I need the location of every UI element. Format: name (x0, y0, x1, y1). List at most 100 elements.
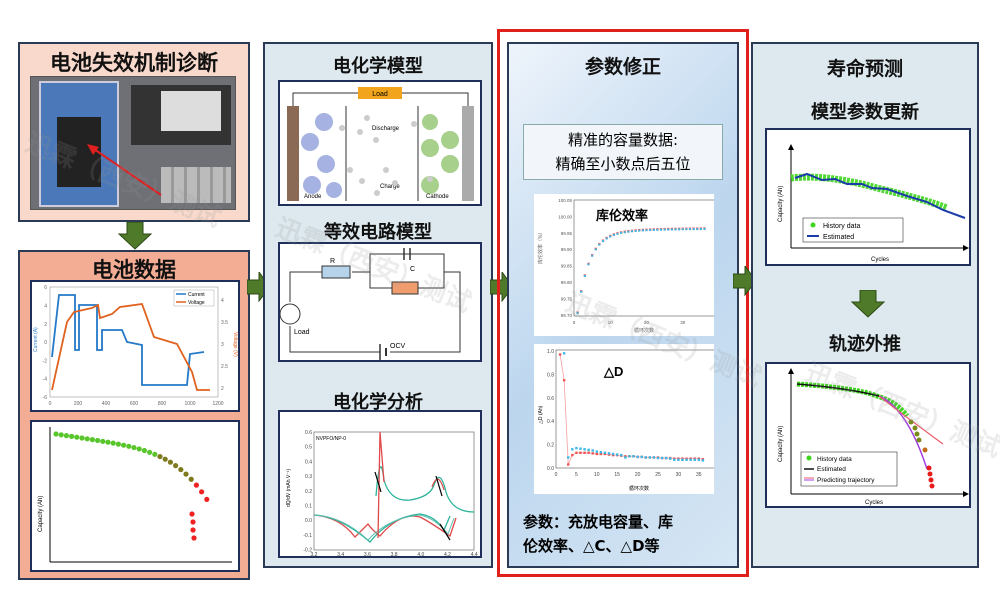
data-point (696, 228, 699, 231)
dqdv-axis-label: dQ/dV (mAh V⁻¹) (286, 468, 292, 507)
precision-line2: 精确至小数点后五位 (555, 155, 691, 173)
y-tick-label: 0.1 (305, 504, 312, 510)
data-point (79, 435, 85, 441)
data-point (53, 431, 59, 437)
model-update-chart: History data Estimated Capacity (Ah) Cyc… (765, 128, 971, 266)
data-point (674, 228, 677, 231)
x-tick-label: 3.8 (391, 552, 398, 556)
equivalent-circuit-diagram: R C Load OCV (278, 242, 482, 362)
data-point (110, 440, 116, 446)
data-point (663, 228, 666, 231)
y-tick-label: 99.80 (561, 280, 573, 285)
equivalent-circuit-title: 等效电路模型 (324, 222, 432, 243)
data-point (131, 444, 137, 451)
data-point (190, 519, 196, 525)
capacity-fade-chart: Capacity (Ah) (30, 420, 240, 572)
data-point (603, 451, 607, 454)
data-point (669, 457, 672, 460)
x-tick-label: 1200 (212, 401, 223, 407)
ce-axis-label: 库伦效率（%） (537, 230, 544, 264)
ocv-label: OCV (390, 343, 406, 350)
data-point (591, 449, 594, 452)
data-point (673, 458, 676, 462)
parameter-correction-panel: 参数修正 精准的容量数据: 精确至小数点后五位 库伦效率 库伦效率（%） 循环次… (507, 42, 739, 568)
data-point (660, 228, 662, 231)
parameters-line2: 伦效率、△C、△D等 (523, 537, 660, 555)
data-point (74, 434, 80, 440)
y-tick-label: 0.6 (305, 430, 312, 436)
y-tick-label: -2 (43, 358, 48, 364)
data-point (583, 451, 586, 454)
data-point (616, 232, 619, 235)
data-point (199, 489, 205, 495)
capacitor-label: C (410, 266, 415, 273)
data-point (204, 496, 210, 503)
x-tick-label: 35 (696, 472, 702, 478)
data-point (685, 228, 688, 231)
data-point (670, 228, 673, 231)
x-tick-label: 1000 (184, 401, 195, 407)
failure-diagnosis-title: 电池失效机制诊断 (50, 51, 218, 75)
data-point (631, 230, 633, 233)
data-point (620, 231, 623, 234)
data-point (152, 451, 158, 457)
data-point (649, 229, 652, 232)
x-tick-label: 200 (74, 401, 83, 407)
data-point (701, 459, 705, 462)
legend-estimated: Estimated (823, 234, 854, 241)
data-point (624, 456, 627, 459)
delta-d-title: △D (603, 364, 623, 379)
data-point (594, 248, 597, 251)
data-point (126, 443, 132, 449)
y-tick-label: 0.0 (547, 466, 554, 472)
circuit-load-label: Load (294, 329, 310, 336)
delta-d-chart: △D △D (Ah) 循环次数 05101520253035401.00.80.… (534, 344, 722, 494)
data-point (623, 231, 626, 234)
x-tick-label: 25 (655, 472, 661, 478)
down-arrow-icon (851, 290, 885, 318)
data-point (189, 511, 195, 517)
data-point (591, 254, 594, 257)
data-point (69, 433, 75, 440)
cycles-axis-label: Cycles (871, 257, 889, 263)
electrochemical-model-panel: 电化学模型 Load Discharge Charge Anode Cathod… (263, 42, 493, 568)
data-point (147, 449, 153, 455)
current-axis-label: Current (A) (33, 327, 39, 352)
delta-d-axis-label: △D (Ah) (538, 405, 544, 424)
capacity-axis-label: Capacity (Ah) (38, 496, 44, 532)
data-point (611, 452, 615, 456)
data-point (652, 228, 655, 231)
voltage-axis-label: Voltage (V) (232, 332, 238, 357)
data-point (598, 243, 601, 246)
data-point (595, 450, 598, 453)
discharge-label: Discharge (372, 126, 400, 132)
anode-label: Anode (304, 194, 322, 200)
data-point (656, 456, 660, 460)
data-point (685, 458, 688, 462)
data-point (567, 463, 570, 466)
data-point (121, 442, 127, 448)
y-tick-label: 6 (44, 285, 47, 291)
data-point (620, 453, 623, 457)
parameters-text: 参数：充放电容量、库 伦效率、△C、△D等 (523, 510, 733, 558)
y-tick-label: -4 (43, 377, 48, 383)
data-point (689, 458, 692, 462)
legend-history: History data (823, 223, 860, 230)
data-point (562, 379, 566, 382)
x-tick-label: 4.0 (417, 552, 424, 556)
data-point (591, 452, 594, 455)
data-point (575, 451, 578, 454)
right-arrow-icon (733, 266, 757, 296)
data-point (571, 448, 574, 451)
y-tick-label: 0.2 (305, 489, 312, 495)
y-tick-label: 0 (44, 340, 47, 346)
legend-voltage: Voltage (188, 300, 205, 306)
data-point (575, 446, 578, 450)
data-point (644, 456, 647, 459)
data-point (681, 228, 684, 231)
data-point (178, 466, 184, 473)
data-point (689, 228, 691, 231)
y-tick-label: 3 (221, 342, 224, 348)
resistor-label: R (330, 258, 335, 265)
